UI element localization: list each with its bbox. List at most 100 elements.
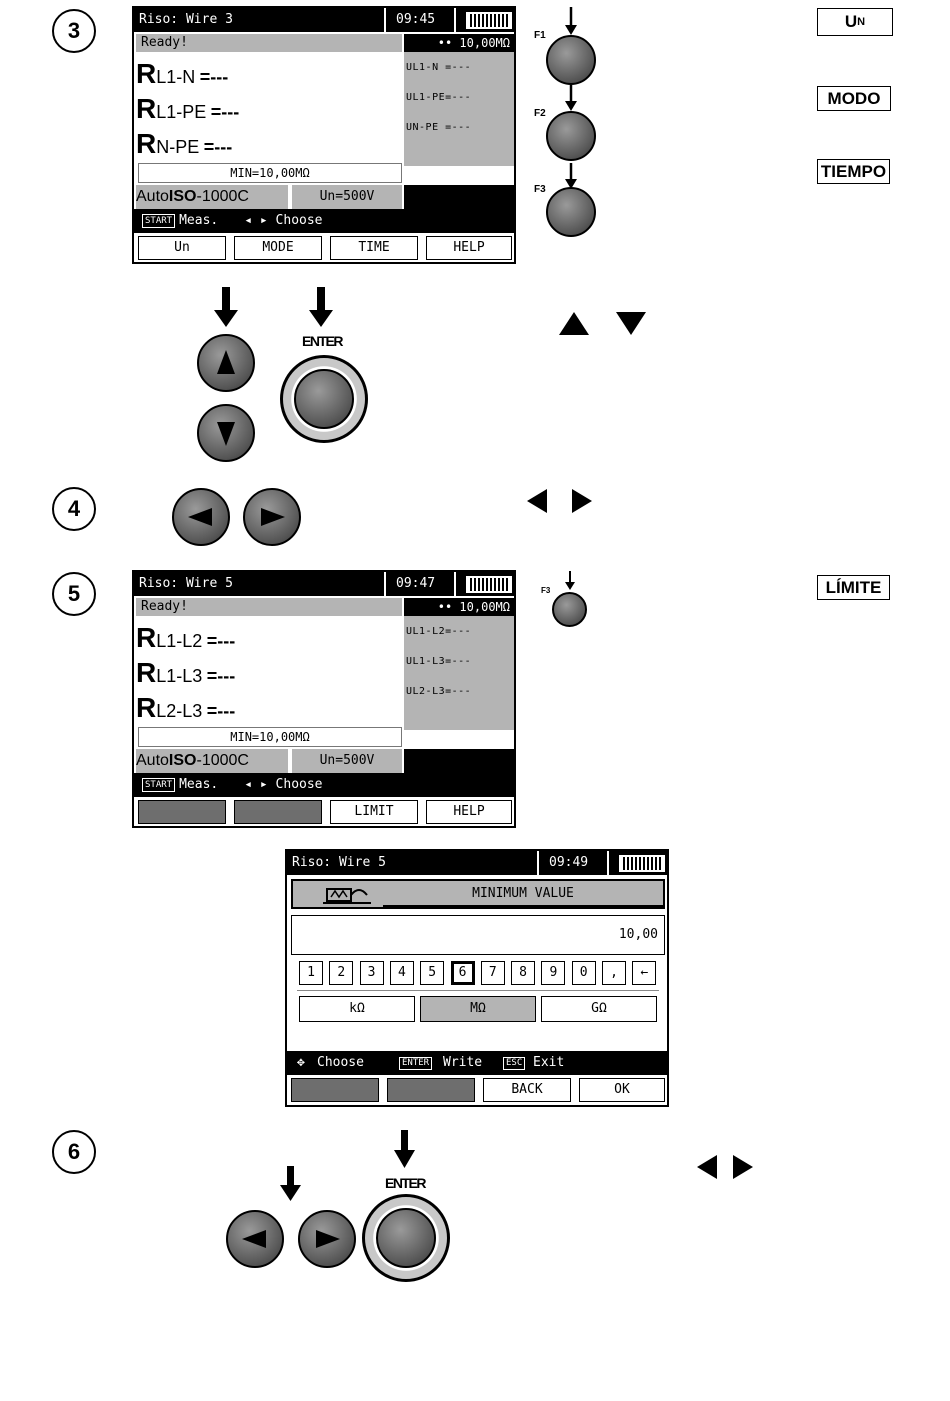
fn-back-button[interactable]: BACK bbox=[483, 1078, 571, 1102]
value-field[interactable]: 10,00 bbox=[291, 915, 665, 955]
right-triangle-icon bbox=[316, 1230, 340, 1248]
press-arrows-graphic bbox=[214, 287, 333, 327]
resistance-row: RL1-L3 =--- bbox=[136, 657, 235, 689]
r-value: =--- bbox=[206, 666, 236, 686]
result-header: •• 10,00MΩ bbox=[404, 598, 514, 616]
voltage-line: UL1-L2=--- bbox=[406, 626, 472, 637]
r-subscript: L1-L2 bbox=[156, 631, 203, 651]
screen-title-bar: Riso: Wire 3 09:45 bbox=[134, 8, 514, 32]
screen-title-bar: Riso: Wire 5 09:47 bbox=[134, 572, 514, 596]
meter-screen-wire3: Riso: Wire 3 09:45 Ready! •• 10,00MΩ UL1… bbox=[132, 6, 516, 264]
fn-un-button[interactable]: Un bbox=[138, 236, 226, 260]
step-number: 3 bbox=[67, 18, 81, 43]
minimum-value-dialog: Riso: Wire 5 09:49 MINIMUM VALUE 10,00 1… bbox=[285, 849, 669, 1107]
meter-screen-wire5: Riso: Wire 5 09:47 Ready! •• 10,00MΩ UL1… bbox=[132, 570, 516, 828]
keypad-key[interactable]: 4 bbox=[389, 961, 414, 985]
keypad-key[interactable]: , bbox=[602, 961, 626, 985]
function-row: LIMIT HELP bbox=[134, 797, 514, 826]
keypad-key[interactable]: ← bbox=[632, 961, 657, 985]
tiempo-label: TIEMPO bbox=[817, 159, 890, 184]
r-subscript: N-PE bbox=[156, 137, 200, 157]
limite-label: LÍMITE bbox=[817, 575, 890, 600]
right-key[interactable] bbox=[243, 488, 301, 546]
fn-limit-button[interactable]: LIMIT bbox=[330, 800, 418, 824]
fn-help-button[interactable]: HELP bbox=[426, 236, 512, 260]
auto-iso-label: AutoISO-1000C bbox=[136, 749, 288, 773]
separator bbox=[297, 990, 659, 991]
fn-empty-button[interactable] bbox=[387, 1078, 475, 1102]
left-triangle-icon bbox=[188, 508, 212, 526]
dialog-title-bar: Riso: Wire 5 09:49 bbox=[287, 851, 667, 875]
status-text: Ready! bbox=[136, 598, 402, 616]
step-4-badge: 4 bbox=[52, 487, 96, 531]
r-value: =--- bbox=[206, 631, 236, 651]
dialog-title: Riso: Wire 5 bbox=[292, 855, 386, 870]
fn-empty-button[interactable] bbox=[234, 800, 322, 824]
right-key[interactable] bbox=[298, 1210, 356, 1268]
clock: 09:49 bbox=[549, 855, 589, 870]
up-triangle-icon bbox=[559, 312, 589, 335]
fn-empty-button[interactable] bbox=[291, 1078, 379, 1102]
hint-write: Write bbox=[443, 1055, 483, 1070]
down-triangle-icon bbox=[217, 422, 235, 446]
hint-choose: Choose bbox=[317, 1055, 364, 1070]
unit-option[interactable]: MΩ bbox=[420, 996, 536, 1022]
left-triangle-icon bbox=[527, 489, 547, 513]
left-triangle-icon bbox=[697, 1155, 717, 1179]
keypad-key[interactable]: 7 bbox=[480, 961, 505, 985]
min-limit: MIN=10,00MΩ bbox=[138, 163, 402, 183]
left-key[interactable] bbox=[172, 488, 230, 546]
f3-key[interactable] bbox=[546, 187, 596, 237]
fn-empty-button[interactable] bbox=[138, 800, 226, 824]
r-subscript: L1-PE bbox=[156, 102, 207, 122]
down-key[interactable] bbox=[197, 404, 255, 462]
dialog-hint-bar: ✥ Choose ENTER Write ESC Exit bbox=[287, 1051, 667, 1075]
up-key[interactable] bbox=[197, 334, 255, 392]
keypad-key[interactable]: 8 bbox=[511, 961, 536, 985]
step-6-badge: 6 bbox=[52, 1130, 96, 1174]
r-subscript: L1-L3 bbox=[156, 666, 203, 686]
keypad-key[interactable]: 9 bbox=[541, 961, 566, 985]
f-keys-graphic bbox=[565, 7, 577, 189]
up-triangle-icon bbox=[217, 350, 235, 374]
unit-option[interactable]: kΩ bbox=[299, 996, 415, 1022]
enter-key[interactable] bbox=[294, 369, 354, 429]
fn-mode-button[interactable]: MODE bbox=[234, 236, 322, 260]
left-triangle-icon bbox=[242, 1230, 266, 1248]
fn-help-button[interactable]: HELP bbox=[426, 800, 512, 824]
hint-choose: ◂ ▸ Choose bbox=[244, 777, 323, 792]
start-tag: START bbox=[142, 778, 176, 792]
modo-text: MODO bbox=[827, 88, 881, 108]
left-key[interactable] bbox=[226, 1210, 284, 1268]
enter-key[interactable] bbox=[376, 1208, 436, 1268]
auto-bold: ISO bbox=[168, 188, 197, 205]
un-voltage: Un=500V bbox=[292, 749, 402, 773]
resistance-row: RL1-L2 =--- bbox=[136, 622, 235, 654]
hint-meas: Meas. bbox=[179, 777, 219, 792]
f1-key[interactable] bbox=[546, 35, 596, 85]
hint-choose: ◂ ▸ Choose bbox=[244, 213, 323, 228]
keypad-key[interactable]: 3 bbox=[359, 961, 384, 985]
right-triangle-icon bbox=[733, 1155, 753, 1179]
keypad-key[interactable]: 6 bbox=[450, 961, 475, 985]
divider bbox=[607, 851, 609, 875]
f2-key[interactable] bbox=[546, 111, 596, 161]
keypad-key[interactable]: 1 bbox=[299, 961, 323, 985]
start-tag: START bbox=[142, 214, 176, 228]
divider bbox=[454, 572, 456, 596]
clock: 09:45 bbox=[396, 12, 436, 27]
resistance-meter-icon bbox=[323, 888, 371, 904]
r-value: =--- bbox=[210, 102, 240, 122]
step-number: 5 bbox=[67, 581, 81, 606]
f3-key-small[interactable] bbox=[552, 592, 587, 627]
r-value: =--- bbox=[203, 137, 233, 157]
fn-time-button[interactable]: TIME bbox=[330, 236, 418, 260]
battery-icon bbox=[466, 12, 512, 29]
unit-option[interactable]: GΩ bbox=[541, 996, 657, 1022]
limite-text: LÍMITE bbox=[825, 577, 882, 597]
black-fill bbox=[404, 749, 514, 773]
fn-ok-button[interactable]: OK bbox=[579, 1078, 665, 1102]
keypad-key[interactable]: 5 bbox=[420, 961, 445, 985]
keypad-key[interactable]: 2 bbox=[329, 961, 354, 985]
keypad-key[interactable]: 0 bbox=[571, 961, 596, 985]
